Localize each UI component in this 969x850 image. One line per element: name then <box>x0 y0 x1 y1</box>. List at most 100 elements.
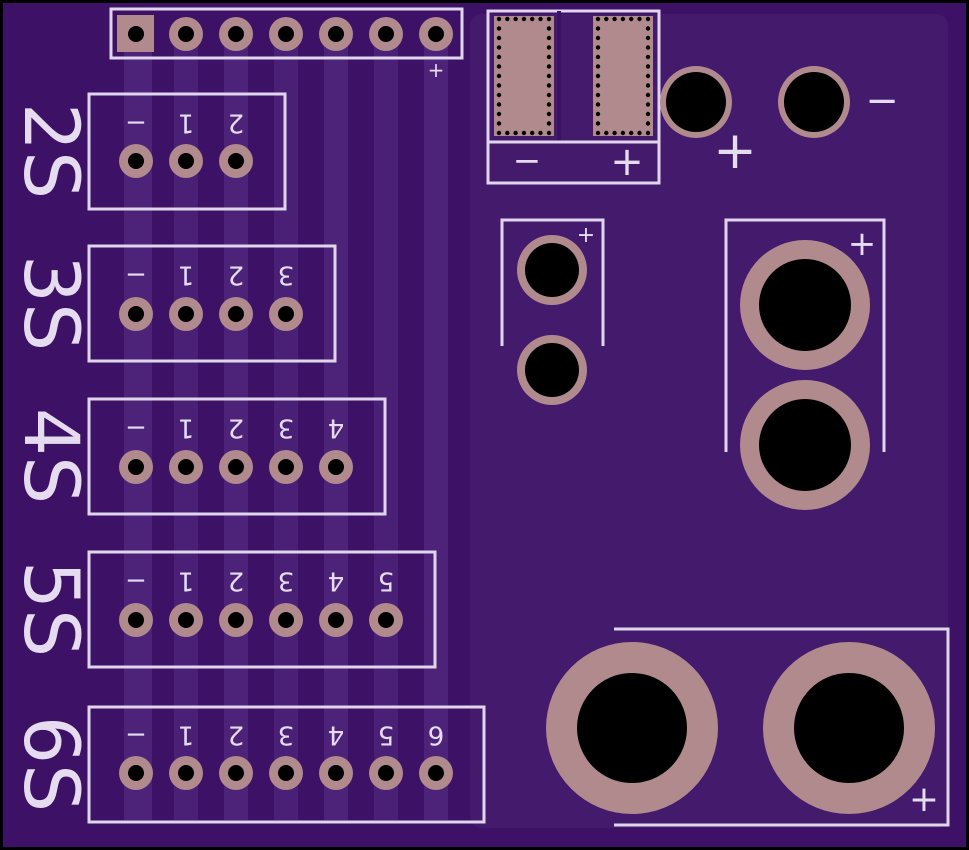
via-dot <box>645 73 651 79</box>
cell-pin-drill <box>328 612 344 628</box>
cell-pin-label: 4 <box>328 413 345 443</box>
balance-traces <box>124 40 448 820</box>
via-dot <box>645 102 651 107</box>
via-dot <box>546 64 552 69</box>
via-dot <box>595 73 601 79</box>
cell-connector-outline <box>87 397 387 516</box>
cell-count-label: 4S <box>7 408 96 505</box>
small-pair-plus-label: + <box>577 223 595 248</box>
cell-pin-drill <box>128 153 144 169</box>
via-dot <box>496 83 502 88</box>
via-dot <box>629 16 634 22</box>
via-dot <box>538 16 543 22</box>
cell-connector-outline <box>87 244 337 363</box>
via-dot <box>530 130 535 136</box>
via-dot <box>645 35 651 41</box>
cell-pin-label: 6 <box>428 720 445 750</box>
via-dot <box>546 73 552 79</box>
cell-pin-drill <box>378 612 394 628</box>
via-dot <box>505 16 510 22</box>
balance-header-pin-1-drill <box>128 26 144 42</box>
cell-pin-drill <box>228 306 244 322</box>
via-dot <box>546 111 552 117</box>
cell-pin-drill <box>178 306 194 322</box>
cell-pin-drill <box>178 612 194 628</box>
balance-header-plus-label: + <box>428 58 445 82</box>
cell-pin-label: − <box>125 413 147 443</box>
cell-pin-label: 1 <box>178 108 195 138</box>
cell-pin-drill <box>328 765 344 781</box>
cell-pin-label: 2 <box>228 720 245 750</box>
cell-pin-label: 3 <box>278 566 295 596</box>
barrel-plus-label: + <box>713 121 757 181</box>
barrel-minus-label: − <box>865 78 899 124</box>
cell-pin-drill <box>278 306 294 322</box>
via-dot <box>546 102 552 107</box>
cell-pin-label: 2 <box>228 413 245 443</box>
cell-pin-label: 3 <box>278 413 295 443</box>
smd-plus-label: + <box>610 139 644 185</box>
via-dot <box>595 26 601 31</box>
via-dot <box>595 83 601 88</box>
via-dot <box>595 35 601 41</box>
cell-pin-drill <box>178 765 194 781</box>
via-dot <box>546 54 552 60</box>
cell-pin-drill <box>278 459 294 475</box>
via-dot <box>604 130 609 136</box>
cell-pin-drill <box>378 765 394 781</box>
via-dot <box>595 64 601 69</box>
via-dot <box>595 16 601 22</box>
cell-pin-drill <box>278 765 294 781</box>
cell-pin-drill <box>428 765 444 781</box>
cell-count-label: 2S <box>7 103 96 200</box>
via-dot <box>645 111 651 117</box>
via-dot <box>645 16 651 22</box>
via-dot <box>546 92 552 98</box>
cell-connector-outline <box>87 705 486 824</box>
cell-count-label: 6S <box>7 716 96 813</box>
cell-pin-drill <box>228 153 244 169</box>
large-pair-plus-label: + <box>909 779 939 820</box>
via-dot <box>546 45 552 50</box>
cell-pin-drill <box>328 459 344 475</box>
via-dot <box>645 26 651 31</box>
cell-pin-label: 4 <box>328 720 345 750</box>
cell-pin-label: 5 <box>378 720 395 750</box>
via-dot <box>604 16 609 22</box>
cell-pin-drill <box>128 306 144 322</box>
via-dot <box>620 130 626 136</box>
cell-pin-drill <box>228 612 244 628</box>
via-dot <box>513 130 518 136</box>
via-dot <box>645 83 651 88</box>
via-dot <box>546 130 552 136</box>
via-dot <box>595 111 601 117</box>
via-dot <box>595 130 601 136</box>
via-dot <box>637 16 642 22</box>
smd-minus-label: − <box>513 141 542 181</box>
medium-pair-plus-label: + <box>848 224 877 264</box>
via-dot <box>595 102 601 107</box>
via-dot <box>505 130 510 136</box>
via-dot <box>496 92 502 98</box>
smd-pad-plus <box>593 16 653 136</box>
large-pad-pair: + <box>546 627 950 827</box>
cell-pin-label: − <box>125 720 147 750</box>
smd-outline <box>486 9 661 185</box>
via-dot <box>496 102 502 107</box>
medium-pad-pair: + <box>724 218 886 510</box>
cell-pin-label: 4 <box>328 566 345 596</box>
via-dot <box>538 130 543 136</box>
cell-count-label: 5S <box>7 561 96 658</box>
via-dot <box>496 73 502 79</box>
via-dot <box>496 54 502 60</box>
via-dot <box>521 16 527 22</box>
cell-pin-label: 1 <box>178 260 195 290</box>
cell-count-label: 3S <box>7 255 96 352</box>
cell-pin-label: − <box>125 260 147 290</box>
cell-pin-label: 3 <box>278 720 295 750</box>
via-dot <box>595 121 601 126</box>
